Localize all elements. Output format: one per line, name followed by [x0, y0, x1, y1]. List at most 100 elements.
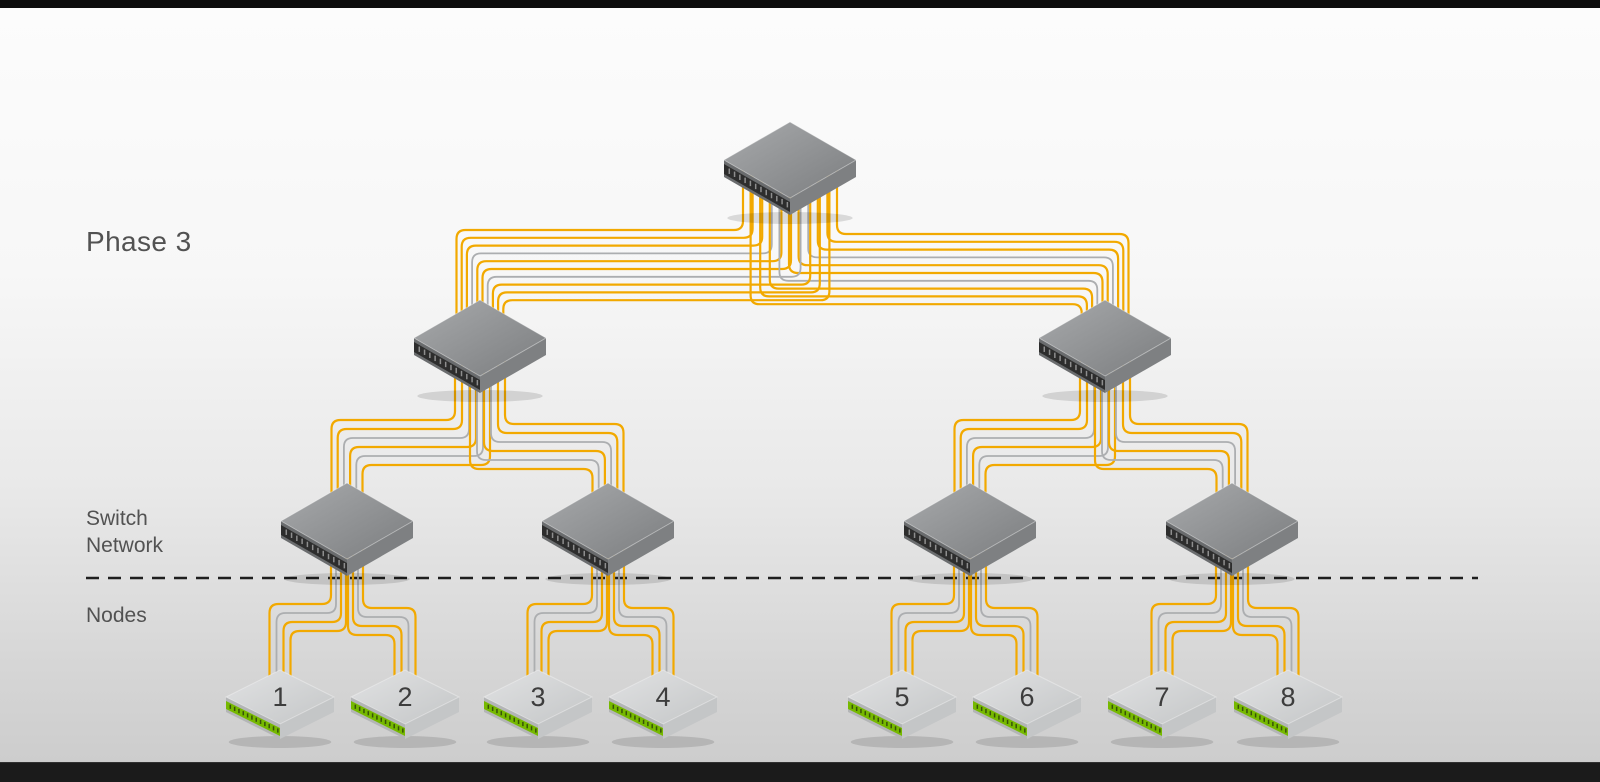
cable-orange [1150, 529, 1218, 689]
cable-orange [904, 529, 966, 689]
cable-orange [969, 529, 1018, 689]
cable-gray [778, 168, 1099, 332]
device-top-face [1232, 669, 1344, 725]
cable-orange [835, 168, 1130, 332]
device-shadow [727, 212, 853, 224]
device-top-face [540, 482, 676, 560]
device-right-face [1162, 697, 1216, 739]
cable-gray [471, 168, 773, 332]
cable-orange [502, 168, 831, 332]
device-right-face [1027, 697, 1081, 739]
device-top-face [1164, 482, 1300, 560]
node-number-4: 4 [655, 682, 670, 712]
device-right-face [1105, 338, 1171, 393]
device-right-face [405, 697, 459, 739]
cable-gray [966, 346, 1095, 515]
cable-orange [330, 346, 457, 515]
device-top-face [1037, 299, 1173, 377]
device-shadow [850, 736, 954, 748]
device-right-face [538, 697, 592, 739]
cable-orange [1128, 346, 1249, 515]
device-shadow [417, 390, 543, 402]
node-number-7: 7 [1154, 682, 1169, 712]
node-number-6: 6 [1019, 682, 1034, 712]
edge-switch-1 [279, 482, 415, 585]
cables [268, 168, 1300, 689]
cable-orange [346, 529, 396, 689]
cable-orange [268, 529, 333, 689]
cable-gray [357, 529, 410, 689]
node-number-1: 1 [272, 682, 287, 712]
device-top-face [224, 669, 336, 725]
device-top-face [482, 669, 594, 725]
cable-orange [289, 529, 348, 689]
cable-orange [959, 346, 1089, 515]
cable-orange [953, 346, 1082, 515]
cable-gray [490, 346, 612, 515]
switch-network-label-line1: Switch [86, 507, 148, 530]
edge-switch-4 [1164, 482, 1300, 585]
node-server-6: 6 [971, 669, 1083, 748]
core-switch [722, 121, 858, 224]
cable-orange [491, 168, 812, 332]
device-shadow [228, 736, 332, 748]
cable-orange [1093, 346, 1218, 515]
cable-orange [460, 168, 754, 332]
cable-gray [486, 168, 802, 332]
cable-orange [749, 168, 1083, 332]
switch-network-label: Switch Network [86, 505, 163, 559]
cable-orange [336, 346, 464, 515]
aggregation-switch-2 [1037, 299, 1173, 402]
letterbox-bottom-bar [0, 762, 1600, 782]
cable-orange [787, 168, 1104, 332]
node-server-8: 8 [1232, 669, 1344, 748]
device-shadow [611, 736, 715, 748]
cable-gray [897, 529, 960, 689]
cable-gray [1115, 346, 1236, 515]
cable-gray [1242, 529, 1293, 689]
cable-orange [1171, 529, 1233, 689]
node-number-3: 3 [530, 682, 545, 712]
device-shadow [284, 573, 410, 585]
node-server-1: 1 [224, 669, 336, 748]
device-top-face [607, 669, 719, 725]
device-right-face [280, 697, 334, 739]
cable-orange [1236, 529, 1286, 689]
device-right-face [1232, 521, 1298, 576]
cable-orange [540, 529, 604, 689]
edge-switch-3 [902, 482, 1038, 585]
edge-switch-2 [540, 482, 676, 585]
node-number-8: 8 [1280, 682, 1295, 712]
node-server-2: 2 [349, 669, 461, 748]
cable-orange [1231, 529, 1279, 689]
device-shadow [486, 736, 590, 748]
cable-orange [759, 168, 1088, 332]
cable-gray [980, 529, 1032, 689]
cable-orange [1107, 346, 1230, 515]
cable-orange [607, 529, 654, 689]
device-right-face [347, 521, 413, 576]
cable-orange [797, 168, 1109, 332]
phase-label: Phase 3 [86, 226, 192, 257]
device-shadow [1169, 573, 1295, 585]
cable-orange [974, 529, 1025, 689]
cable-orange [1121, 346, 1243, 515]
cable-orange [496, 346, 619, 515]
cable-gray [1157, 529, 1222, 689]
cable-orange [482, 346, 606, 515]
cable-orange [768, 168, 1094, 332]
node-server-7: 7 [1106, 669, 1218, 748]
cable-orange [816, 168, 1120, 332]
device-right-face [608, 521, 674, 576]
device-top-face [349, 669, 461, 725]
device-right-face [790, 160, 856, 215]
cable-orange [911, 529, 971, 689]
cable-orange [526, 529, 594, 689]
cable-orange [468, 346, 594, 515]
cable-orange [282, 529, 343, 689]
cable-orange [1246, 529, 1300, 689]
device-top-face [902, 482, 1038, 560]
cable-orange [503, 346, 625, 515]
